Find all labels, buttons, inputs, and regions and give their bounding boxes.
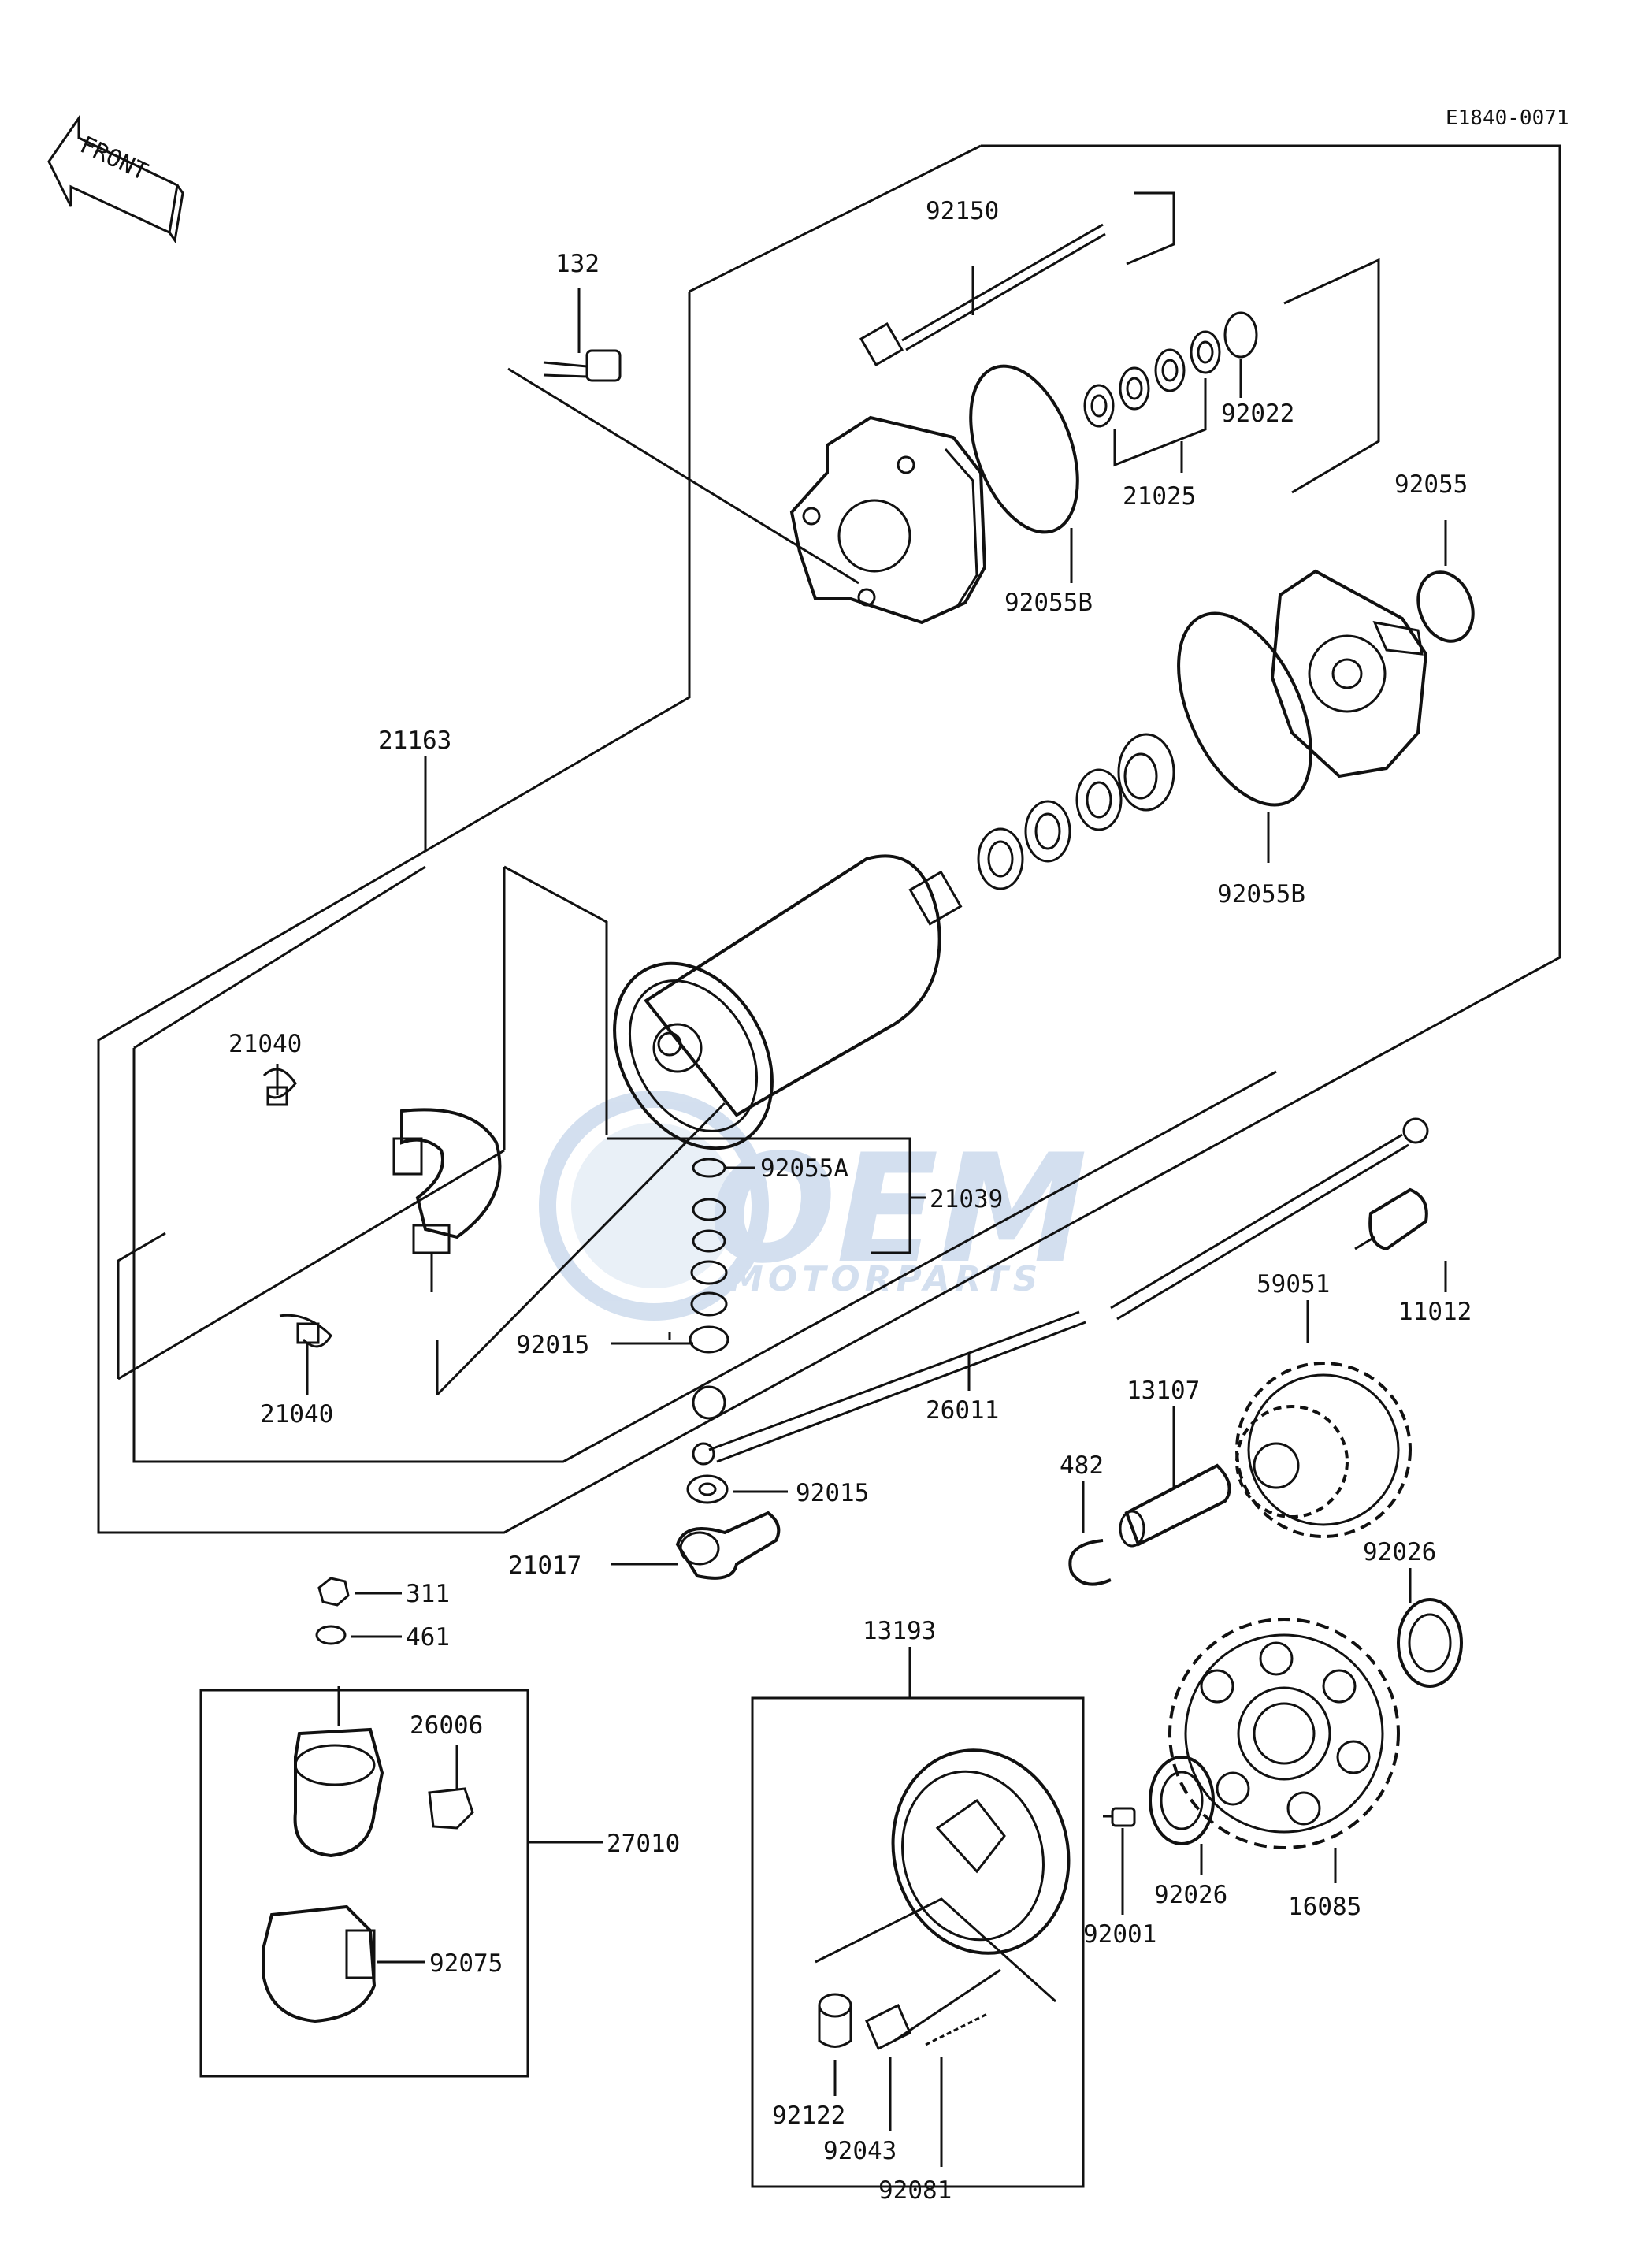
terminal-boot-21017 <box>675 1511 781 1580</box>
front-arrow-icon: FRONT <box>47 114 184 243</box>
armature-washers <box>977 733 1175 890</box>
part-label-92150: 92150 <box>926 197 999 225</box>
circlip-482 <box>1068 1539 1112 1586</box>
starter-clutch-13193 <box>751 1647 1085 2188</box>
diagram-code: E1840-0071 <box>1446 106 1569 130</box>
terminal-kit-21039 <box>607 1137 926 1420</box>
part-label-92043: 92043 <box>823 2137 897 2165</box>
part-label-26011: 26011 <box>926 1396 999 1425</box>
part-label-92081: 92081 <box>878 2176 952 2205</box>
part-label-59051: 59051 <box>1257 1270 1330 1299</box>
rear-cover <box>1270 569 1428 778</box>
part-label-92055b-top: 92055B <box>1004 589 1093 617</box>
part-label-21039: 21039 <box>930 1185 1003 1213</box>
part-label-21040-bottom: 21040 <box>260 1400 333 1429</box>
part-label-92022: 92022 <box>1221 399 1294 428</box>
part-label-132: 132 <box>555 250 600 278</box>
cable-26011 <box>692 1117 1429 1466</box>
shaft-13107 <box>1119 1463 1231 1548</box>
washer-92026-bottom <box>1149 1756 1215 1845</box>
bolt-132 <box>543 349 622 382</box>
inner-panel-lines <box>117 865 726 1396</box>
front-label: FRONT <box>76 131 152 186</box>
washer-92026-top <box>1397 1598 1463 1688</box>
bolt-92001 <box>1103 1807 1136 1827</box>
part-label-92026-top: 92026 <box>1363 1538 1436 1566</box>
part-label-21040-top: 21040 <box>228 1030 302 1058</box>
nut-311 <box>317 1577 350 1607</box>
part-label-21025: 21025 <box>1123 482 1196 511</box>
plug-26006 <box>428 1787 474 1830</box>
part-label-13107: 13107 <box>1127 1377 1200 1405</box>
brush-plate <box>392 1108 502 1292</box>
front-cover <box>789 415 987 625</box>
part-label-92026-bottom: 92026 <box>1154 1881 1227 1909</box>
part-label-13193: 13193 <box>863 1617 936 1645</box>
part-label-92055a: 92055A <box>760 1154 848 1183</box>
washer-461 <box>315 1625 347 1645</box>
clip-21040-top <box>262 1068 297 1106</box>
clip-21040-bottom <box>279 1314 332 1348</box>
o-ring-92055b-top <box>969 364 1079 534</box>
part-label-92015-b: 92015 <box>796 1479 869 1507</box>
through-bolt-92150 <box>859 223 1106 367</box>
part-label-26006: 26006 <box>410 1711 483 1740</box>
assembly-21163-outline <box>97 144 1561 1534</box>
part-label-16085: 16085 <box>1288 1893 1361 1921</box>
relay-assembly-27010 <box>199 1686 529 2078</box>
starter-motor-body <box>613 854 963 1150</box>
part-label-21163: 21163 <box>378 726 451 755</box>
part-label-27010: 27010 <box>607 1830 680 1858</box>
part-label-311: 311 <box>406 1580 450 1608</box>
watermark-logo: OEM MOTORPARTS <box>539 1091 1087 1321</box>
part-label-92055b-mid: 92055B <box>1217 880 1305 909</box>
part-label-92015-a: 92015 <box>516 1331 589 1359</box>
o-ring-92055b-mid <box>1177 611 1312 807</box>
part-label-21017: 21017 <box>508 1551 581 1580</box>
terminal-cap-11012 <box>1354 1187 1428 1251</box>
idle-gear-59051 <box>1235 1362 1412 1538</box>
nut-92015-b <box>686 1474 729 1504</box>
watermark-sub: MOTORPARTS <box>729 1259 1042 1299</box>
o-ring-92055 <box>1416 570 1475 643</box>
part-label-482: 482 <box>1060 1451 1104 1480</box>
part-label-92055: 92055 <box>1394 470 1468 499</box>
part-label-461: 461 <box>406 1623 450 1652</box>
washer-92022 <box>1223 311 1258 359</box>
part-label-92075: 92075 <box>429 1949 503 1978</box>
part-label-11012: 11012 <box>1398 1298 1472 1326</box>
part-label-92122: 92122 <box>772 2101 845 2130</box>
part-label-92001: 92001 <box>1083 1920 1156 1949</box>
washers-21025 <box>1083 330 1221 428</box>
clutch-gear-16085 <box>1168 1618 1400 1849</box>
